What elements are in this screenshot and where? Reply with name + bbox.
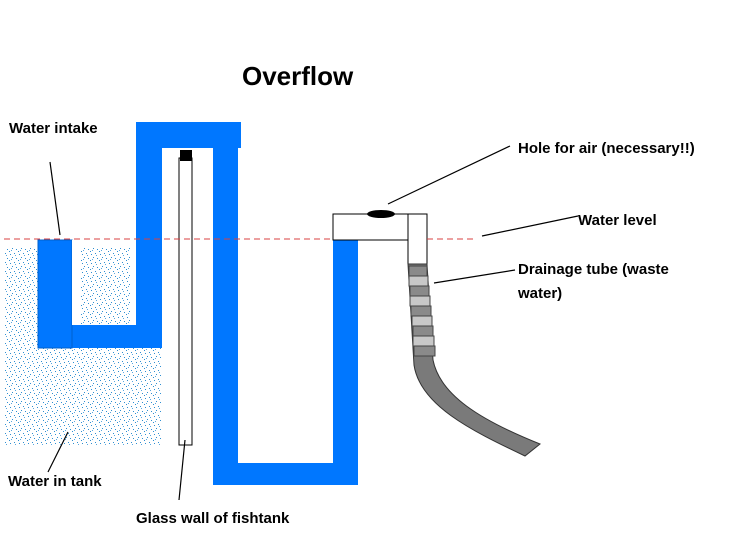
label-drainage-tube-line2: water) (517, 285, 562, 302)
label-glass-wall: Glass wall of fishtank (136, 510, 290, 527)
overflow-box (332, 210, 428, 265)
label-water-intake: Water intake (9, 120, 98, 137)
leader-water-level (481, 215, 579, 237)
leader-water-in-tank (47, 431, 69, 473)
leader-lines (47, 145, 579, 501)
leader-drainage-tube (433, 269, 516, 284)
air-hole-stopper (367, 210, 395, 218)
siphon-pipe (37, 122, 358, 485)
label-hole-for-air: Hole for air (necessary!!) (518, 140, 695, 157)
leader-hole-for-air (387, 145, 511, 205)
drainage-tube (407, 263, 541, 457)
diagram-title: Overflow (242, 61, 354, 91)
label-water-level: Water level (578, 212, 657, 229)
leader-water-intake (49, 161, 61, 236)
label-water-in-tank: Water in tank (8, 473, 102, 490)
label-drainage-tube-line1: Drainage tube (waste (518, 261, 669, 278)
leader-glass-wall (178, 439, 186, 501)
glass-wall-cap (180, 150, 192, 161)
glass-wall (178, 150, 193, 446)
